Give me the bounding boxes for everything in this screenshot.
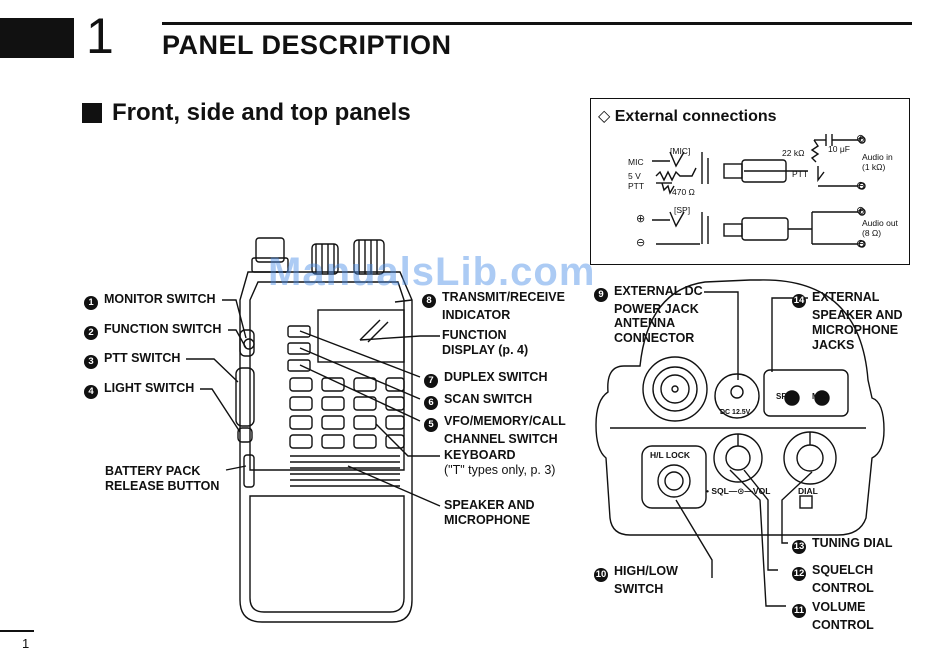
minus-terminal-icon: ⊖ bbox=[856, 180, 866, 192]
page-rule bbox=[0, 630, 34, 632]
section-title: Front, side and top panels bbox=[112, 99, 411, 126]
antenna-base bbox=[255, 237, 285, 263]
plus-terminal-icon: ⊕ bbox=[856, 133, 866, 145]
page-title: PANEL DESCRIPTION bbox=[162, 30, 452, 60]
mic-pin-label: MIC bbox=[628, 157, 644, 167]
ptt-pin-label: PTT bbox=[628, 181, 645, 191]
watermark: ManualsLib.com bbox=[268, 250, 596, 294]
chapter-number: 1 bbox=[86, 8, 114, 64]
audio-out-label: Audio out bbox=[862, 218, 898, 228]
monitor-switch bbox=[239, 329, 255, 357]
light-switch bbox=[237, 427, 253, 443]
high-low-switch bbox=[641, 445, 707, 509]
keyboard bbox=[289, 377, 405, 449]
ptt-switch-schematic-label: PTT bbox=[792, 169, 809, 179]
hl-lock-label: H/L LOCK bbox=[650, 450, 690, 460]
callout-keyboard: KEYBOARD ("T" types only, p. 3) bbox=[444, 448, 556, 477]
dial-label: DIAL bbox=[798, 486, 818, 496]
callout-speaker-microphone: SPEAKER AND MICROPHONE bbox=[444, 498, 535, 527]
title-rule bbox=[162, 22, 912, 25]
volume-knob bbox=[311, 243, 339, 275]
tuning-knob bbox=[353, 239, 385, 275]
top-panel-outline bbox=[595, 279, 885, 536]
audio-out-impedance: (8 Ω) bbox=[862, 228, 882, 238]
external-jacks-recess bbox=[763, 369, 849, 417]
antenna-connector bbox=[642, 356, 708, 422]
dc-power-jack bbox=[714, 373, 760, 419]
audio-in-impedance: (1 kΩ) bbox=[862, 162, 886, 172]
callout-function-display: FUNCTION DISPLAY (p. 4) bbox=[442, 328, 529, 357]
audio-in-label: Audio in bbox=[862, 152, 893, 162]
resistor-470-label: 470 Ω bbox=[672, 187, 695, 197]
sp-tag: [SP] bbox=[674, 205, 691, 215]
plus-terminal-icon: ⊕ bbox=[856, 205, 866, 217]
sp-jack-label: SP bbox=[776, 392, 787, 401]
plus-terminal-icon: ⊕ bbox=[636, 213, 646, 225]
section-square-icon bbox=[82, 103, 102, 123]
battery-release-button bbox=[243, 454, 255, 488]
callout-antenna-connector: ANTENNA CONNECTOR bbox=[614, 316, 695, 345]
dc-jack-label: DC 12.5V bbox=[720, 409, 751, 416]
mic-jack-label: MIC bbox=[812, 392, 827, 401]
mic-tag: [MIC] bbox=[670, 146, 691, 156]
ptt-switch bbox=[235, 367, 255, 427]
battery-pack bbox=[249, 495, 405, 613]
external-connections-box bbox=[590, 98, 910, 265]
external-connections-title: ◇ External connections bbox=[598, 108, 777, 125]
5v-pin-label: 5 V bbox=[628, 171, 641, 181]
callout-battery-release: BATTERY PACK RELEASE BUTTON bbox=[105, 464, 220, 493]
page-number: 1 bbox=[22, 636, 30, 651]
resistor-22k-label: 22 kΩ bbox=[782, 148, 805, 158]
minus-terminal-icon: ⊖ bbox=[636, 237, 646, 249]
radio-body bbox=[239, 271, 413, 623]
function-display bbox=[317, 309, 405, 363]
capacitor-10u-label: 10 μF bbox=[828, 144, 850, 154]
minus-terminal-icon: ⊖ bbox=[856, 238, 866, 250]
chapter-tab bbox=[0, 18, 74, 58]
sql-vol-label: • SQL—⊙—VOL bbox=[706, 486, 771, 496]
